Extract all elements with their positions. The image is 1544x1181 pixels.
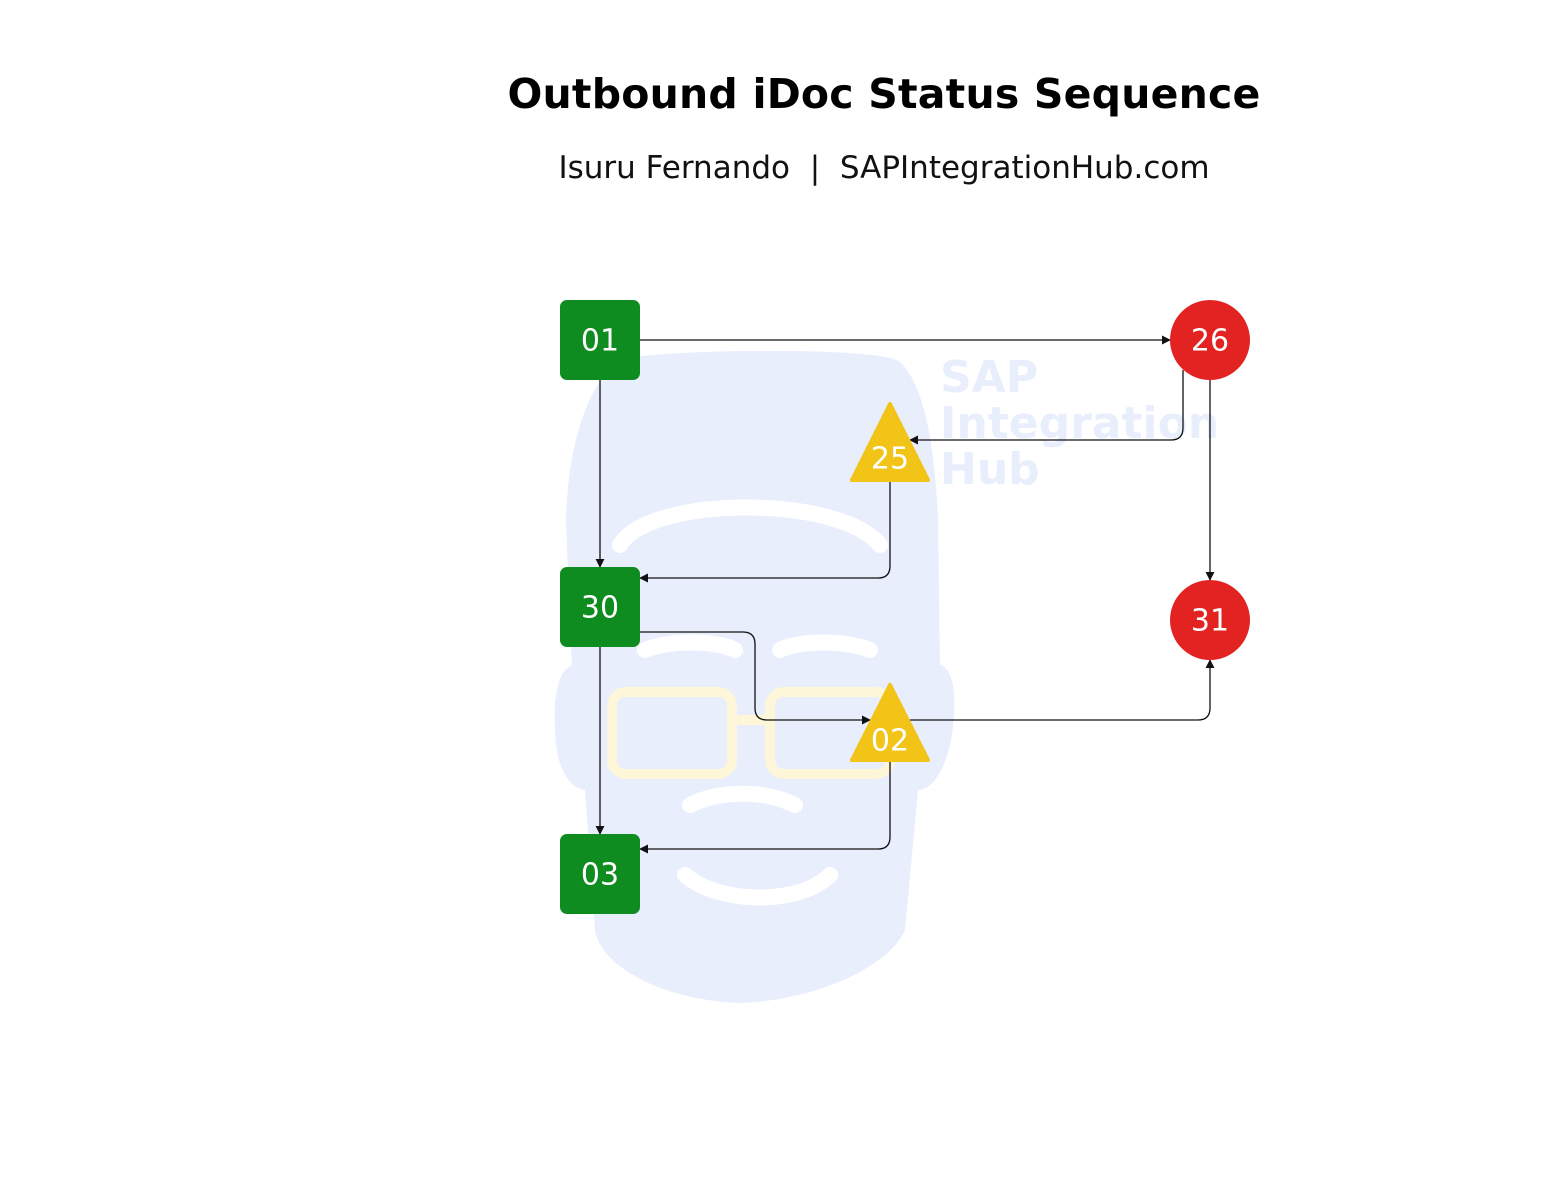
- site-name: SAPIntegrationHub.com: [839, 150, 1210, 186]
- watermark-line-2: Integration: [940, 398, 1220, 449]
- node-30-label: 30: [581, 591, 619, 626]
- node-26: 26: [1170, 300, 1250, 380]
- watermark-face-details: [612, 499, 888, 906]
- node-30-shape: [560, 567, 640, 647]
- node-26-label: 26: [1191, 324, 1229, 359]
- node-30: 30: [560, 567, 640, 647]
- node-01-label: 01: [581, 324, 619, 359]
- edge-25-to-30: [639, 480, 891, 583]
- node-02-shape: [850, 683, 930, 762]
- watermark-line-1: SAP: [940, 352, 1038, 403]
- edge-02-to-03: [639, 760, 891, 854]
- edge-30-to-02: [640, 631, 871, 725]
- watermark-line-3: Hub: [940, 444, 1040, 495]
- edge-02-to-31: [910, 659, 1215, 721]
- node-31: 31: [1170, 580, 1250, 660]
- node-25-label: 25: [871, 442, 909, 477]
- node-25-shape: [850, 402, 930, 482]
- node-02-label: 02: [871, 724, 909, 759]
- diagram-subtitle: Isuru Fernando | SAPIntegrationHub.com: [384, 150, 1384, 186]
- node-26-shape: [1170, 300, 1250, 380]
- diagram-title: Outbound iDoc Status Sequence: [507, 70, 1261, 118]
- node-31-label: 31: [1191, 604, 1229, 639]
- subtitle-separator: |: [809, 150, 821, 186]
- node-01-shape: [560, 300, 640, 380]
- edges: [595, 335, 1215, 854]
- watermark-text: SAP Integration Hub: [940, 355, 1219, 493]
- node-03-label: 03: [581, 858, 619, 893]
- node-01: 01: [560, 300, 640, 380]
- node-03-shape: [560, 834, 640, 914]
- node-31-shape: [1170, 580, 1250, 660]
- edge-26-to-25: [909, 370, 1184, 445]
- node-03: 03: [560, 834, 640, 914]
- node-02: 02: [850, 683, 930, 762]
- author-name: Isuru Fernando: [558, 150, 790, 186]
- node-25: 25: [850, 402, 930, 482]
